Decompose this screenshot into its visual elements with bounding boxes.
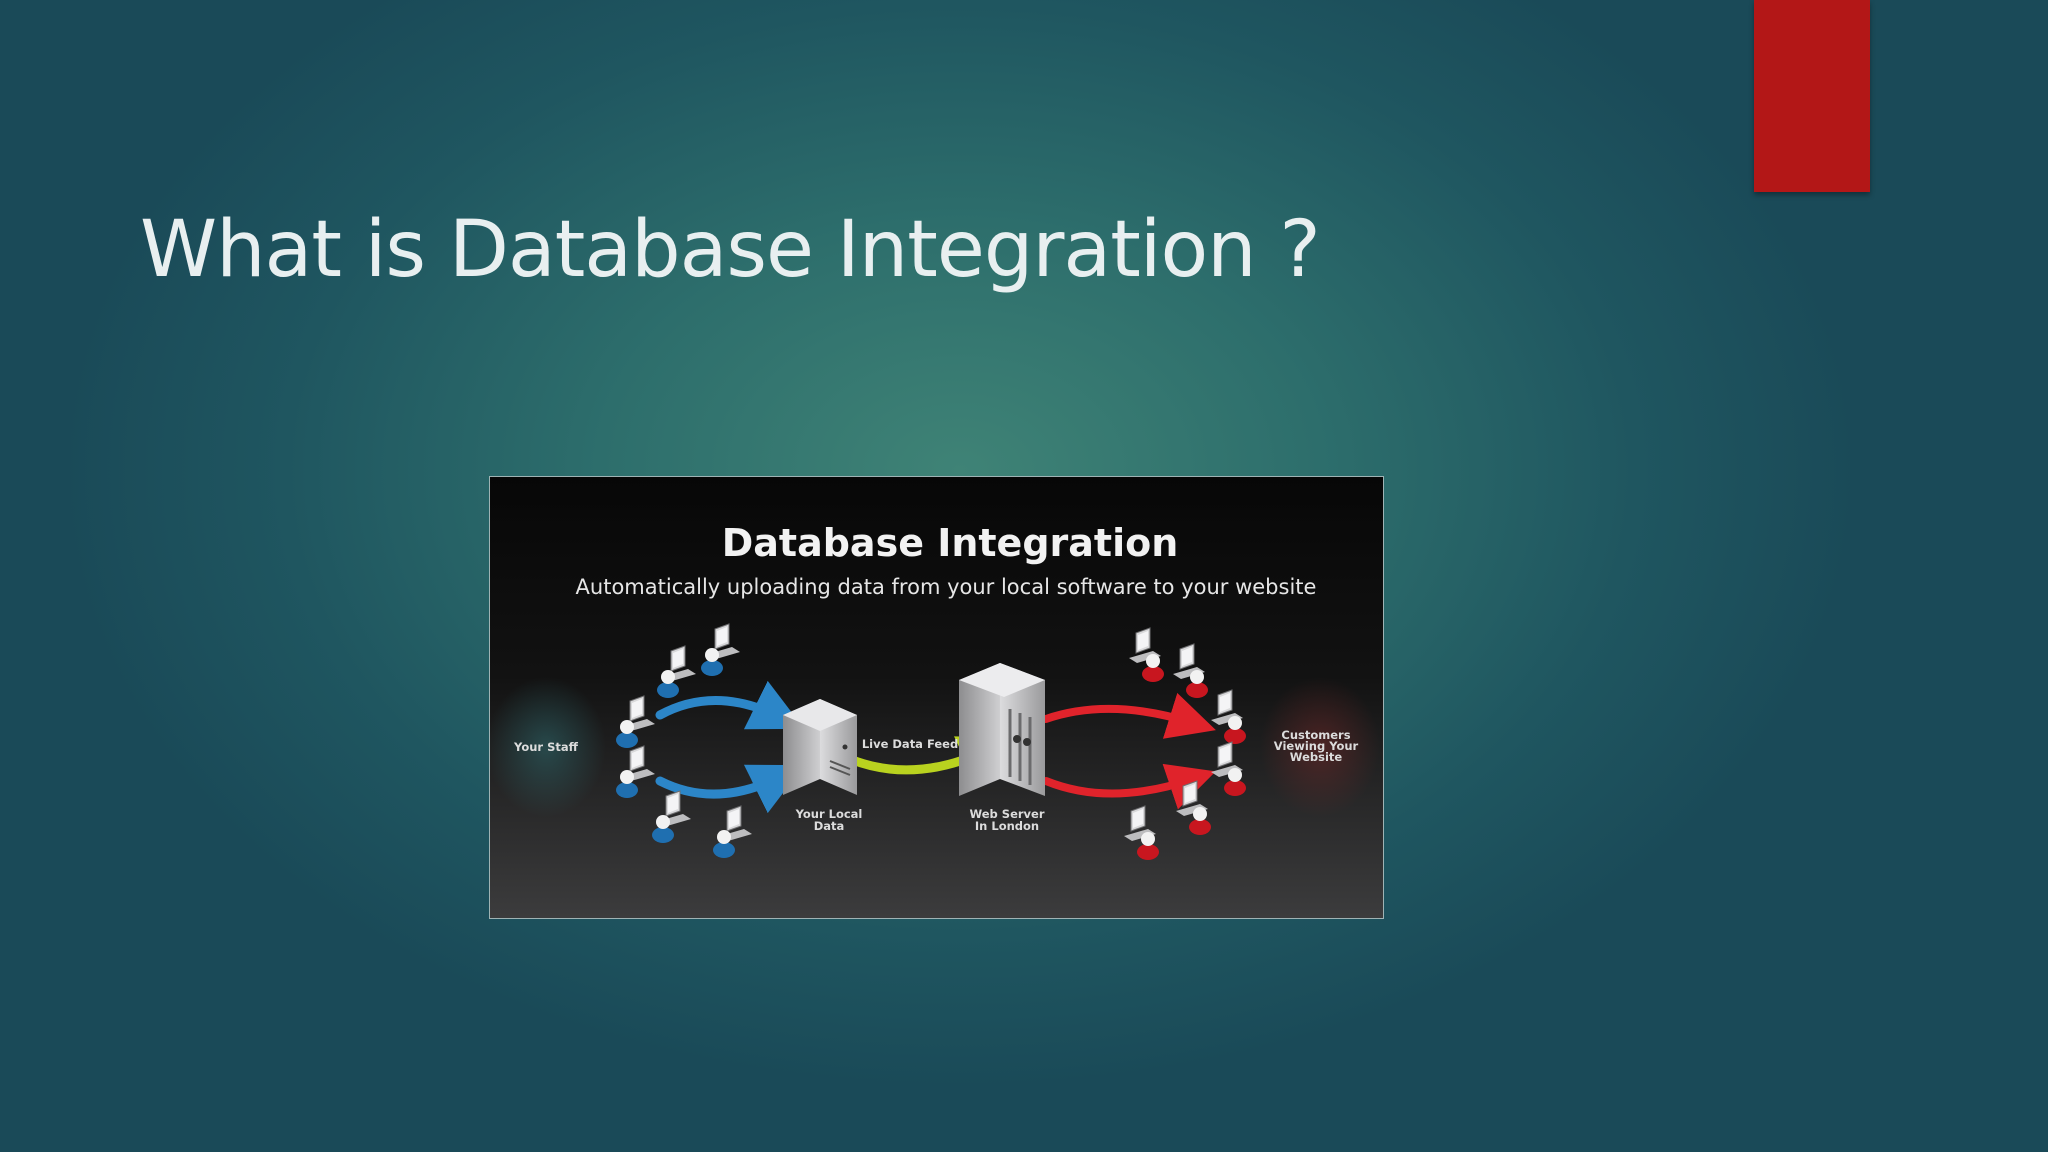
database-integration-figure: Database Integration Automatically uploa… <box>489 476 1384 919</box>
local-data-label-line2: Data <box>814 819 845 833</box>
staff-computer-icon <box>652 790 692 843</box>
live-feed-label: Live Data Feed <box>862 737 958 751</box>
customer-arrow-bottom <box>1042 763 1216 810</box>
customers-label-line3: Website <box>1290 750 1343 764</box>
customer-computer-icon <box>1172 643 1208 698</box>
customer-computer-icon <box>1210 689 1246 744</box>
staff-computer-icon <box>701 623 741 676</box>
staff-upload-arrow-bottom <box>655 764 805 814</box>
staff-computer-icon <box>616 695 656 748</box>
web-server-label-line1: Web Server <box>969 807 1044 821</box>
slide-title: What is Database Integration ? <box>140 205 1321 295</box>
web-server-icon <box>959 663 1045 796</box>
staff-computer-icon <box>616 745 656 798</box>
staff-computer-icon <box>713 805 753 858</box>
accent-bar <box>1754 0 1870 192</box>
customer-computer-icon <box>1128 627 1164 682</box>
customers-label-line2: Viewing Your <box>1274 739 1359 753</box>
customer-arrow-top <box>1042 692 1216 739</box>
customer-computer-icon <box>1123 805 1159 860</box>
staff-computer-icon <box>657 645 697 698</box>
figure-subtitle: Automatically uploading data from your l… <box>576 575 1317 599</box>
customers-label-line1: Customers <box>1281 728 1350 742</box>
web-server-label-line2: In London <box>975 819 1039 833</box>
customer-computer-icon <box>1210 741 1246 796</box>
customer-computer-icon <box>1175 780 1211 835</box>
local-data-server-icon <box>783 699 857 795</box>
staff-label: Your Staff <box>513 740 579 754</box>
integration-diagram: Database Integration Automatically uploa… <box>490 521 1380 860</box>
figure-title: Database Integration <box>722 521 1179 565</box>
local-data-label-line1: Your Local <box>795 807 863 821</box>
staff-upload-arrow-top <box>655 680 805 730</box>
